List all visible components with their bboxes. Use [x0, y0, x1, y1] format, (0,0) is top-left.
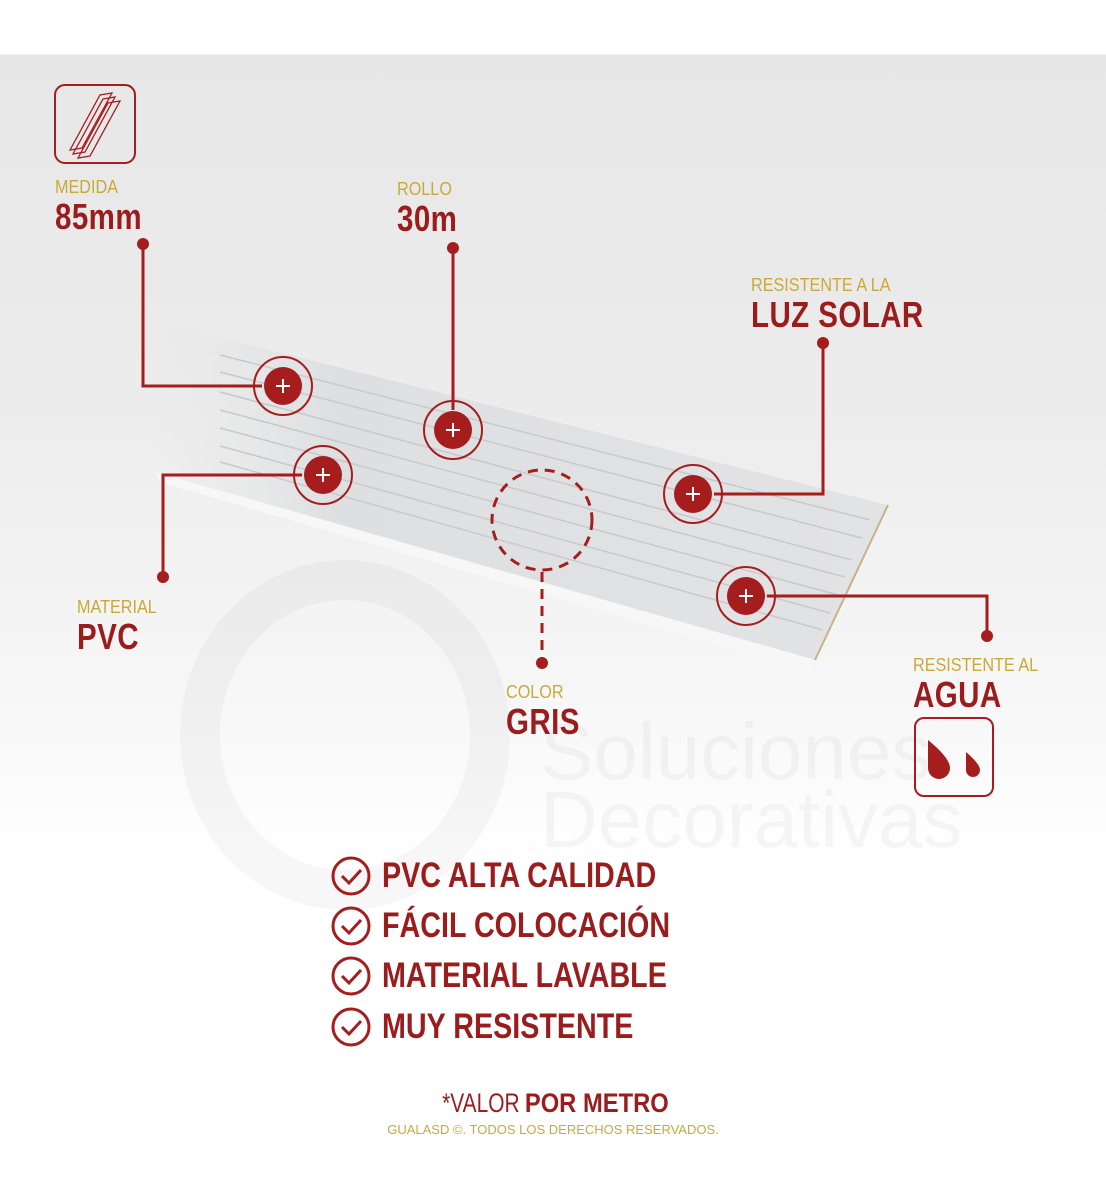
rollo-label: ROLLO	[397, 179, 452, 199]
check-circle-icon	[331, 956, 371, 996]
rollo-value: 30m	[397, 198, 458, 239]
hotspot-rollo-icon[interactable]	[423, 400, 483, 460]
medida-value: 85mm	[55, 196, 142, 237]
feature-text: MATERIAL LAVABLE	[382, 956, 667, 995]
hotspot-luz-solar-icon[interactable]	[663, 464, 723, 524]
check-circle-icon	[331, 856, 371, 896]
price-note-prefix: *VALOR	[442, 1088, 520, 1118]
medida-label: MEDIDA	[55, 177, 119, 197]
feature-text: MUY RESISTENTE	[382, 1007, 634, 1046]
feature-text: PVC ALTA CALIDAD	[382, 856, 657, 895]
pvc-panel-image	[150, 320, 889, 672]
material-label: MATERIAL	[77, 597, 157, 617]
feature-item: MUY RESISTENTE	[330, 1006, 689, 1048]
color-value: GRIS	[506, 701, 580, 742]
agua-value: AGUA	[913, 674, 1002, 715]
check-circle-icon	[331, 1007, 371, 1047]
product-diagram	[54, 84, 994, 797]
hotspot-agua-icon[interactable]	[716, 566, 776, 626]
feature-item: MATERIAL LAVABLE	[330, 955, 729, 997]
color-label: COLOR	[506, 682, 564, 702]
water-drops-icon	[914, 717, 994, 797]
copyright: GUALASD ©. TODOS LOS DERECHOS RESERVADOS…	[387, 1122, 719, 1137]
hotspot-material-icon[interactable]	[293, 445, 353, 505]
price-note: *VALOR POR METRO	[0, 1088, 1106, 1119]
luz-solar-label: RESISTENTE A LA	[751, 275, 891, 295]
panel-size-icon	[54, 84, 136, 164]
agua-label: RESISTENTE AL	[913, 655, 1039, 675]
hotspot-medida-icon[interactable]	[253, 356, 313, 416]
price-note-bold: POR METRO	[525, 1088, 669, 1118]
feature-item: FÁCIL COLOCACIÓN	[330, 905, 733, 947]
luz-solar-value: LUZ SOLAR	[751, 294, 924, 335]
check-circle-icon	[331, 906, 371, 946]
feature-item: PVC ALTA CALIDAD	[330, 855, 716, 897]
feature-text: FÁCIL COLOCACIÓN	[382, 906, 671, 945]
material-value: PVC	[77, 616, 139, 657]
